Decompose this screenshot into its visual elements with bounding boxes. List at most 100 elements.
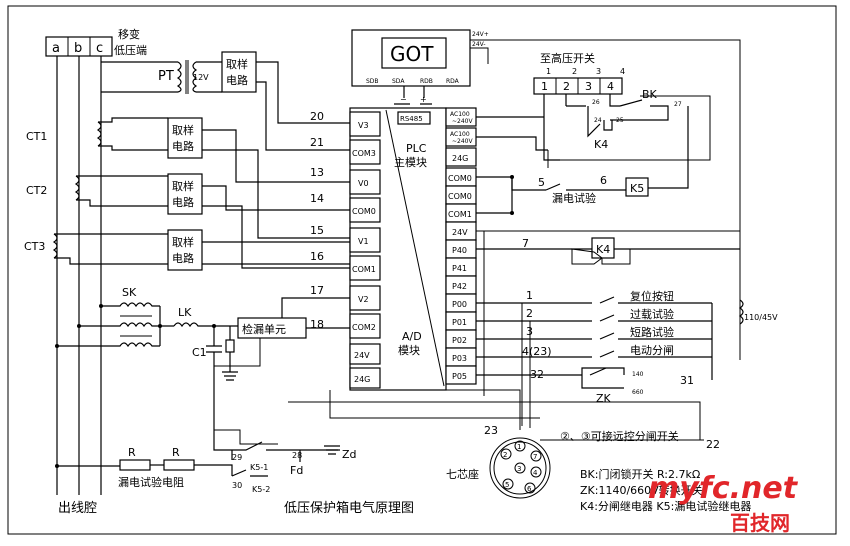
svg-text:P40: P40: [452, 246, 467, 255]
svg-text:7: 7: [533, 453, 537, 461]
svg-text:~240V: ~240V: [452, 118, 473, 125]
legend-line-2: ZK:1140/660V转换开关: [580, 483, 703, 497]
bk-switch: [610, 99, 669, 121]
legend-line-1: BK:门闭锁开关 R:2.7kΩ: [580, 467, 700, 481]
svg-text:AC100: AC100: [450, 111, 470, 118]
svg-text:CT1: CT1: [26, 130, 47, 143]
svg-text:24G: 24G: [452, 154, 468, 163]
sampling-circuit-pt: [221, 51, 257, 93]
wire-21: 21: [310, 136, 324, 149]
wire-13: 13: [310, 166, 324, 179]
svg-text:K4: K4: [596, 243, 610, 256]
resistor-2: [163, 459, 195, 471]
wire-16: 16: [310, 250, 324, 263]
svg-text:P01: P01: [452, 318, 467, 327]
socket-label: 七芯座: [446, 467, 479, 481]
c1-label: C1: [192, 346, 207, 359]
svg-text:22: 22: [706, 438, 720, 451]
leak-resistor-label: 漏电试验电阻: [118, 475, 184, 489]
svg-text:电路: 电路: [172, 196, 194, 209]
svg-text:2: 2: [563, 80, 570, 93]
rs485-label: RS485: [400, 115, 423, 123]
bus-c: c: [96, 41, 103, 56]
svg-text:取样: 取样: [172, 235, 194, 249]
svg-text:K5: K5: [630, 182, 644, 195]
electric-trip-label: 电动分闸: [630, 344, 674, 357]
svg-text:4: 4: [607, 80, 614, 93]
svg-text:28: 28: [292, 451, 302, 460]
svg-text:模块: 模块: [398, 344, 420, 357]
plc-right-ports: AC100~240V AC100~240V 24G COM0 COM0 COM1…: [445, 107, 477, 385]
svg-text:V2: V2: [358, 295, 369, 304]
svg-text:RDA: RDA: [446, 78, 460, 85]
diode: [571, 248, 631, 265]
svg-text:1: 1: [541, 80, 548, 93]
svg-text:1: 1: [546, 67, 551, 76]
svg-text:2: 2: [572, 67, 577, 76]
svg-text:COM0: COM0: [352, 207, 376, 216]
svg-text:4: 4: [620, 67, 625, 76]
legend-line-3: K4:分闸继电器 K5:漏电试验继电器: [580, 499, 751, 513]
svg-text:23: 23: [484, 424, 498, 437]
svg-text:COM1: COM1: [448, 210, 472, 219]
svg-text:25: 25: [616, 117, 624, 124]
svg-text:3: 3: [517, 465, 521, 473]
svg-text:24V: 24V: [452, 228, 468, 237]
sampling-circuit-ct2: [167, 173, 203, 215]
svg-text:660: 660: [632, 389, 644, 396]
bk-label: BK: [642, 88, 658, 101]
svg-text:主模块: 主模块: [394, 156, 427, 169]
svg-text:29: 29: [232, 453, 242, 462]
svg-text:2: 2: [503, 451, 507, 459]
aux-transformer: [738, 299, 744, 325]
bus-a: a: [52, 41, 60, 56]
svg-text:AC100: AC100: [450, 131, 470, 138]
svg-text:7: 7: [522, 237, 529, 250]
svg-text:取样: 取样: [172, 179, 194, 193]
svg-text:COM1: COM1: [352, 265, 376, 274]
k4-contact-label: K4: [594, 138, 608, 151]
svg-text:6: 6: [600, 174, 607, 187]
svg-text:32: 32: [530, 368, 544, 381]
resistor-1: [119, 459, 151, 471]
svg-text:PLC: PLC: [406, 142, 427, 155]
ct2: CT2 取样 电路: [26, 173, 203, 215]
ct1: CT1 取样 电路: [26, 117, 203, 159]
svg-text:4: 4: [533, 469, 538, 477]
svg-text:3: 3: [596, 67, 601, 76]
k4-relay: [591, 237, 615, 259]
k4-contact: [587, 106, 613, 138]
pt-primary-coil: [176, 61, 182, 93]
svg-text:4(23): 4(23): [522, 345, 552, 358]
svg-text:COM0: COM0: [448, 174, 472, 183]
svg-text:电路: 电路: [226, 74, 248, 87]
svg-text:取样: 取样: [226, 57, 248, 71]
svg-text:SDA: SDA: [392, 78, 405, 85]
svg-text:24: 24: [594, 117, 602, 124]
svg-text:A/D: A/D: [402, 330, 422, 343]
svg-text:31: 31: [680, 374, 694, 387]
svg-text:24V: 24V: [354, 351, 370, 360]
svg-text:24V-: 24V-: [472, 41, 486, 48]
svg-text:COM0: COM0: [448, 192, 472, 201]
svg-text:24V+: 24V+: [472, 31, 489, 38]
watermark-text: 百技网: [730, 511, 790, 535]
plc-left-ports: V3 COM3 V0 COM0 V1 COM1 V2 COM2 24V 24G: [349, 111, 381, 389]
svg-text:5: 5: [505, 481, 509, 489]
aux-transformer-label: 110/45V: [744, 313, 778, 322]
svg-text:−: −: [400, 95, 407, 104]
outlet-chamber-label: 出线腔: [58, 501, 97, 516]
svg-text:6: 6: [527, 485, 532, 493]
wire-20: 20: [310, 110, 324, 123]
wire-14: 14: [310, 192, 324, 205]
svg-text:2: 2: [526, 307, 533, 320]
svg-text:SDB: SDB: [366, 78, 379, 85]
wire-17: 17: [310, 284, 324, 297]
svg-text:P03: P03: [452, 354, 467, 363]
short-test-label: 短路试验: [630, 325, 674, 339]
k5-1-label: K5-1: [250, 463, 268, 472]
svg-text:5: 5: [538, 176, 545, 189]
fd-label: Fd: [290, 464, 303, 477]
